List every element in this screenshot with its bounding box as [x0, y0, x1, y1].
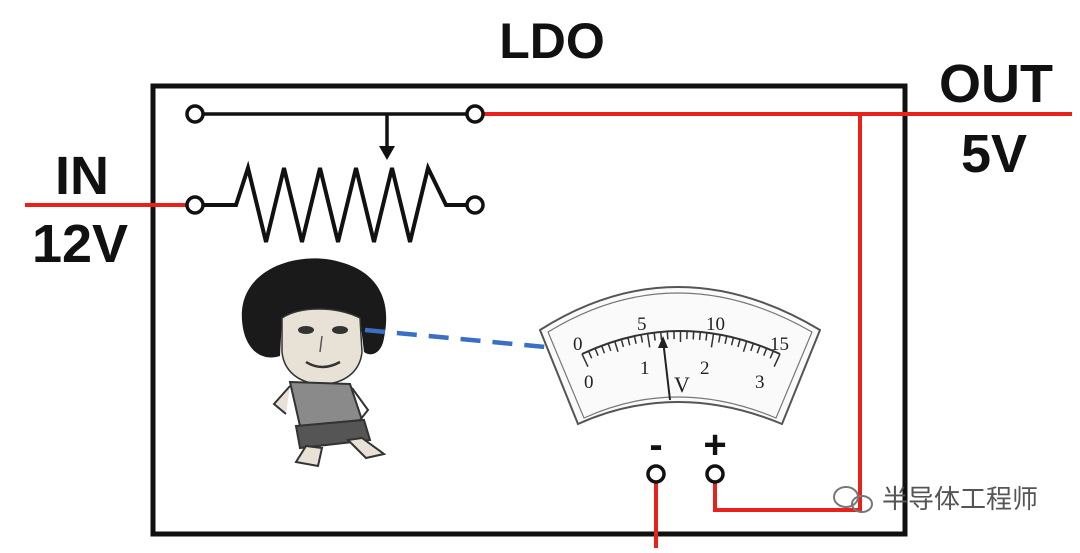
meter-positive-sign: +	[703, 423, 726, 467]
output-label: OUT	[939, 54, 1053, 114]
meter-tick	[700, 332, 701, 340]
meter-negative-sign: -	[649, 423, 662, 467]
watermark-text: 半导体工程师	[882, 485, 1038, 515]
voltmeter: 0 5 10 15 0 1 2 3 V	[540, 287, 820, 424]
meter-positive-terminal	[707, 466, 723, 482]
terminal-top-left	[187, 106, 203, 122]
upper-scale-10: 10	[706, 314, 725, 335]
lower-scale-1: 1	[640, 358, 650, 379]
wiper-arrow	[379, 146, 395, 160]
input-label: IN	[55, 146, 109, 206]
upper-scale-0: 0	[573, 334, 583, 355]
lower-scale-3: 3	[755, 372, 765, 393]
meter-tick	[661, 332, 662, 340]
meter-tick	[654, 333, 655, 341]
lower-scale-0: 0	[584, 372, 594, 393]
input-voltage: 12V	[32, 214, 128, 274]
upper-scale-5: 5	[637, 314, 647, 335]
terminal-bottom-left	[187, 197, 203, 213]
cartoon-character-illustration	[242, 258, 386, 466]
lower-scale-2: 2	[700, 358, 710, 379]
terminal-top-right	[467, 106, 483, 122]
meter-negative-terminal	[648, 466, 664, 482]
output-voltage: 5V	[961, 124, 1027, 184]
watermark: 半导体工程师	[834, 485, 1038, 515]
resistor-zigzag	[203, 168, 467, 242]
upper-scale-15: 15	[770, 334, 789, 355]
meter-unit: V	[674, 372, 690, 397]
terminal-bottom-right	[467, 197, 483, 213]
diagram-title: LDO	[499, 13, 605, 69]
